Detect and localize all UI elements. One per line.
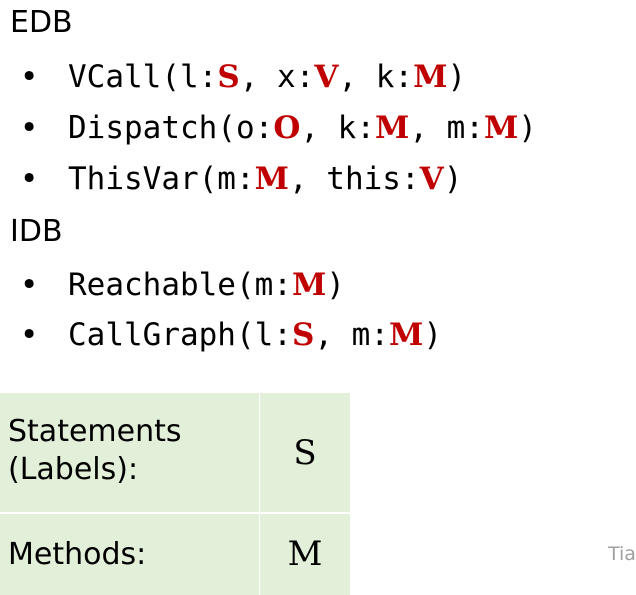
relation-signature: VCall(l:S, x:V, k:M): [68, 59, 467, 95]
relation-signature: CallGraph(l:S, m:M): [68, 317, 443, 353]
legend-symbol-statements: S: [293, 433, 317, 473]
table-column-divider: [259, 393, 260, 595]
bullet: •: [20, 161, 39, 197]
idb-heading: IDB: [10, 214, 63, 249]
legend-symbol-methods: M: [287, 534, 323, 574]
bullet: •: [20, 59, 39, 95]
relation-signature: Dispatch(o:O, k:M, m:M): [68, 110, 537, 146]
bullet: •: [20, 110, 39, 146]
legend-table: Statements (Labels): S Methods: M: [0, 393, 350, 595]
edb-heading: EDB: [10, 5, 73, 40]
bullet: •: [20, 267, 39, 303]
table-row-divider: [0, 512, 350, 514]
relation-signature: ThisVar(m:M, this:V): [68, 161, 463, 197]
relation-signature: Reachable(m:M): [68, 267, 345, 303]
bullet: •: [20, 317, 39, 353]
legend-label-statements: Statements (Labels):: [8, 414, 182, 487]
legend-label-methods: Methods:: [8, 537, 147, 572]
footer-text: Tia: [608, 543, 636, 565]
